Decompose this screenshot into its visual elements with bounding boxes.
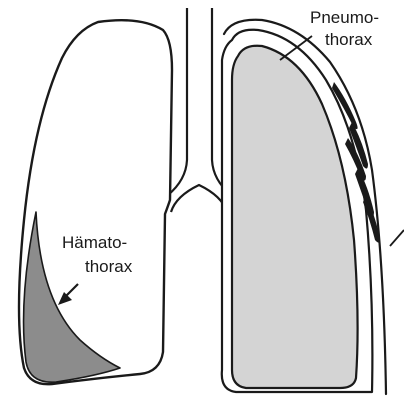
pneumothorax-label-line2: thorax bbox=[325, 30, 373, 49]
hemothorax-label-line1: Hämato- bbox=[62, 233, 127, 252]
pneumothorax-label-line1: Pneumo- bbox=[310, 8, 379, 27]
carina bbox=[171, 185, 227, 212]
hemothorax-label-line2: thorax bbox=[85, 257, 133, 276]
edge-leader-line bbox=[390, 230, 404, 246]
